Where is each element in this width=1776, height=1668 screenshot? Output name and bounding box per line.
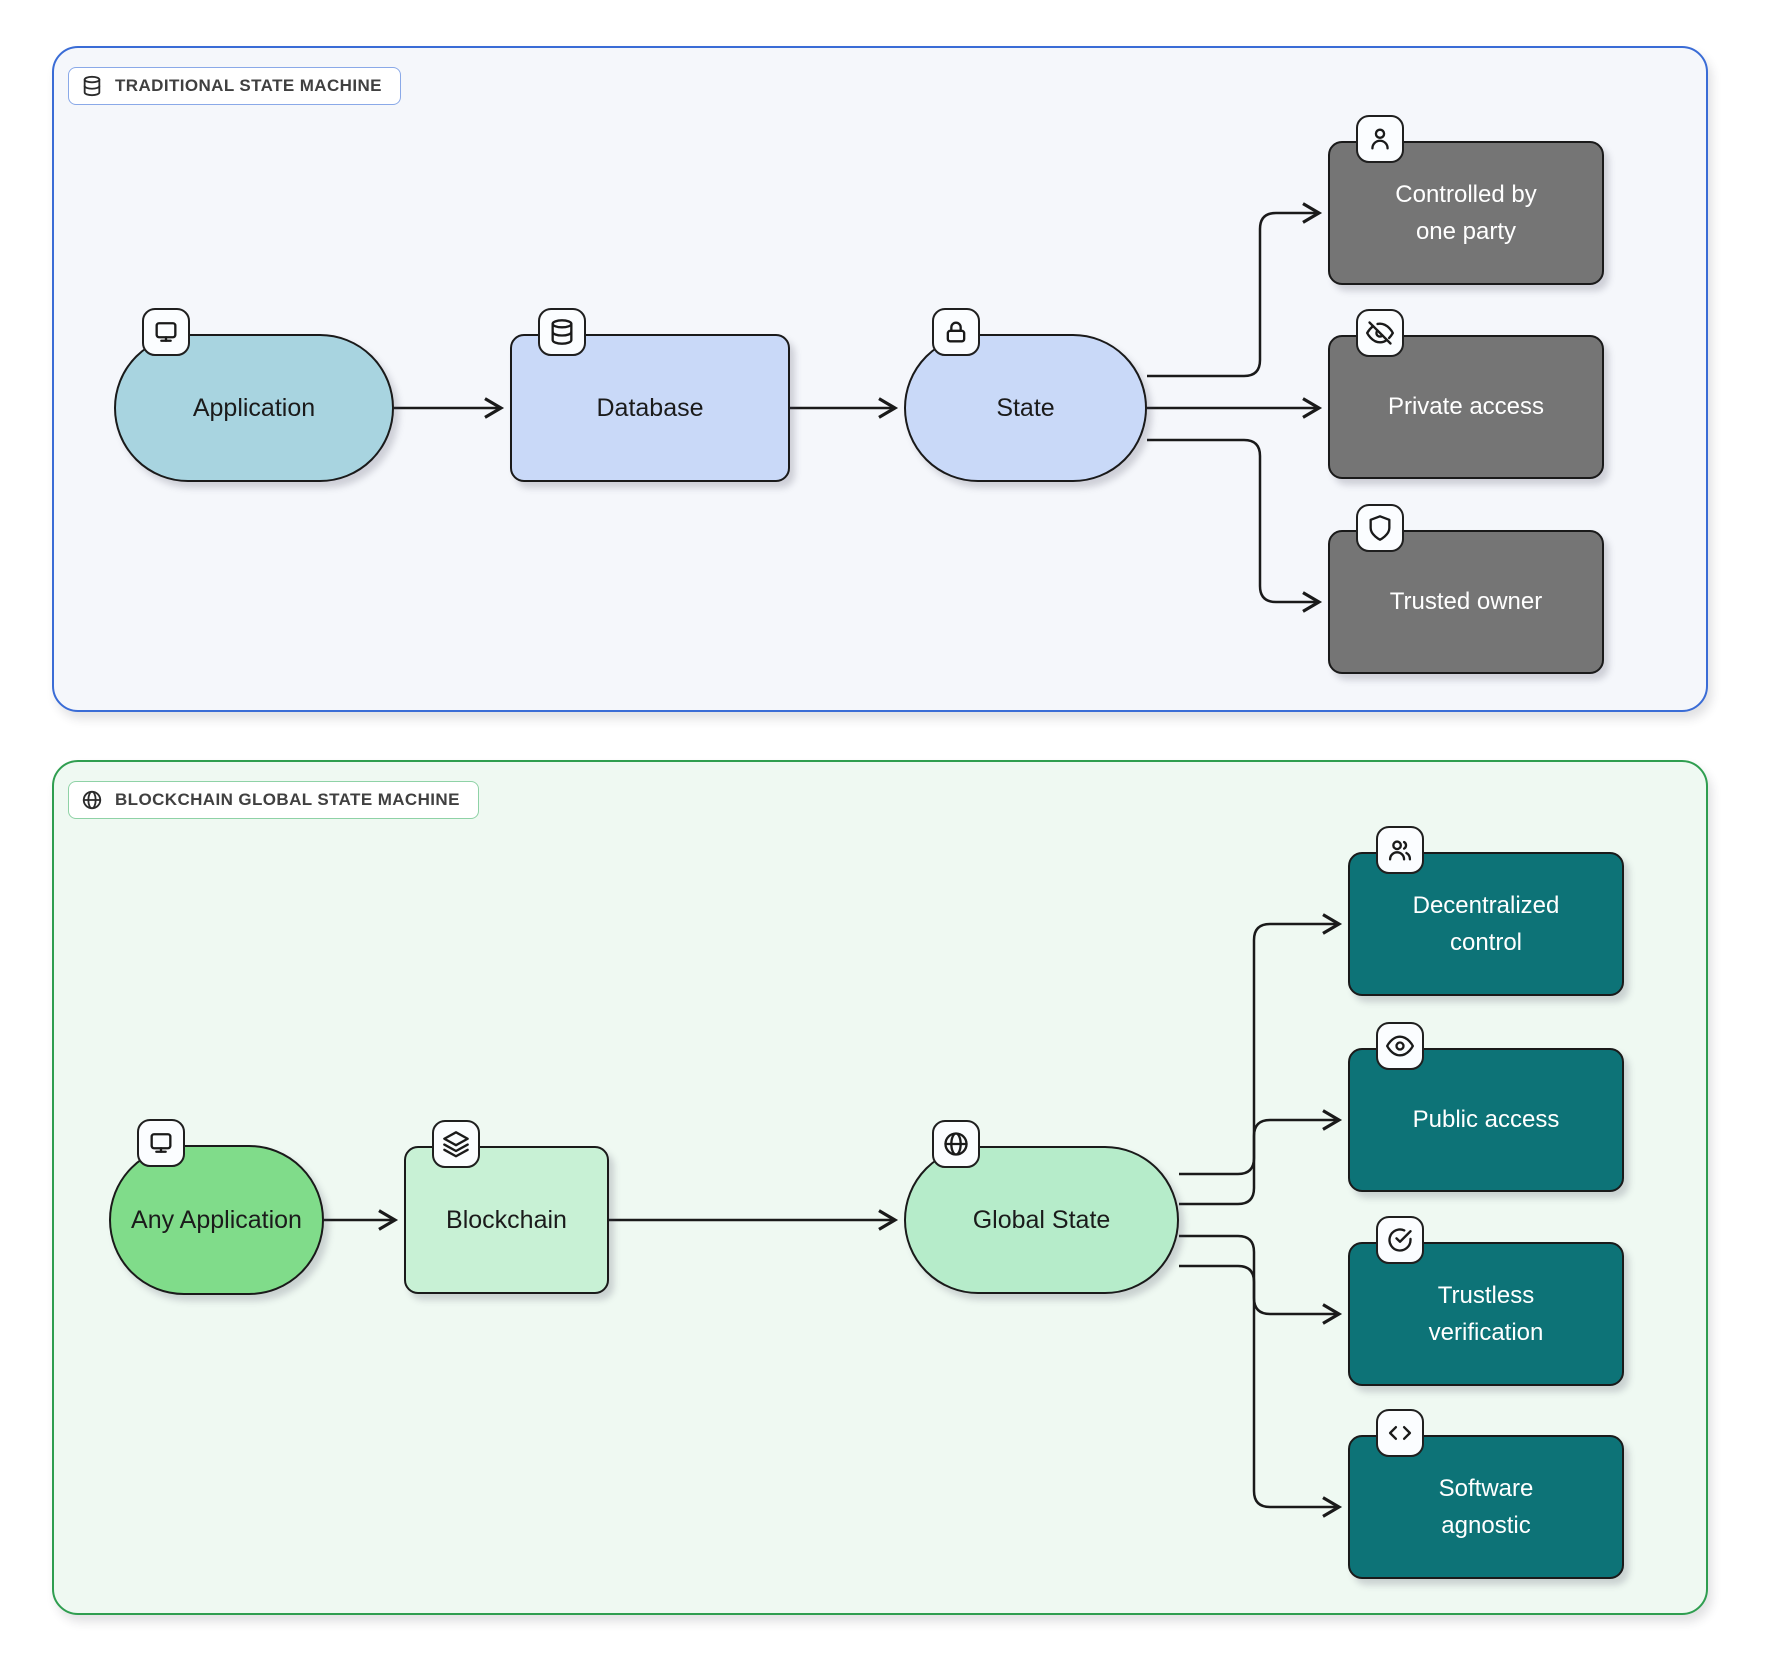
node-state: State: [904, 308, 1147, 482]
node-private-label: Private access: [1387, 393, 1545, 421]
node-any-application: Any Application: [109, 1119, 324, 1295]
node-global-state: Global State: [904, 1120, 1179, 1294]
database-icon: [538, 308, 586, 356]
node-agnostic-label: Software agnostic: [1438, 1474, 1534, 1539]
eye-off-icon: [1356, 309, 1404, 357]
monitor-icon: [142, 308, 190, 356]
users-icon: [1376, 826, 1424, 874]
node-state-label: State: [996, 393, 1055, 422]
shield-icon: [1356, 504, 1404, 552]
node-database-label: Database: [596, 393, 704, 422]
edge-globalstate-agnostic: [1179, 1264, 1343, 1518]
traditional-state-machine-panel: TRADITIONAL STATE MACHINE Application: [52, 46, 1708, 712]
edge-state-trusted: [1147, 438, 1323, 613]
node-trustless-label: Trustless verification: [1428, 1281, 1544, 1346]
node-software-agnostic: Software agnostic: [1348, 1409, 1624, 1579]
monitor-icon: [137, 1119, 185, 1167]
node-decentralized-control: Decentralized control: [1348, 826, 1624, 996]
code-icon: [1376, 1409, 1424, 1457]
edge-globalstate-decentralized: [1179, 913, 1343, 1176]
node-controlled-label: Controlled by one party: [1395, 180, 1537, 245]
layers-icon: [432, 1120, 480, 1168]
blockchain-global-state-machine-panel: BLOCKCHAIN GLOBAL STATE MACHINE Any Appl…: [52, 760, 1708, 1615]
node-public-label: Public access: [1412, 1106, 1560, 1134]
traditional-panel-title: TRADITIONAL STATE MACHINE: [68, 67, 401, 105]
node-controlled-by-one-party: Controlled by one party: [1328, 115, 1604, 285]
globe-icon: [932, 1120, 980, 1168]
node-trustless-verification: Trustless verification: [1348, 1216, 1624, 1386]
node-trusted-label: Trusted owner: [1389, 588, 1543, 616]
node-any-application-label: Any Application: [131, 1205, 302, 1234]
node-decentralized-label: Decentralized control: [1412, 891, 1560, 956]
eye-icon: [1376, 1022, 1424, 1070]
database-icon: [83, 75, 101, 97]
traditional-panel-title-text: TRADITIONAL STATE MACHINE: [115, 76, 382, 95]
blockchain-panel-title-text: BLOCKCHAIN GLOBAL STATE MACHINE: [115, 790, 460, 809]
edge-state-controlled: [1147, 202, 1323, 378]
node-public-access: Public access: [1348, 1022, 1624, 1192]
node-database: Database: [510, 308, 790, 482]
user-icon: [1356, 115, 1404, 163]
node-trusted-owner: Trusted owner: [1328, 504, 1604, 674]
node-private-access: Private access: [1328, 309, 1604, 479]
node-blockchain-label: Blockchain: [446, 1205, 567, 1234]
edge-globalstate-trustless: [1179, 1234, 1343, 1325]
globe-icon: [82, 790, 102, 810]
edge-globalstate-public: [1179, 1109, 1343, 1206]
node-global-state-label: Global State: [972, 1205, 1111, 1234]
node-blockchain: Blockchain: [404, 1120, 609, 1294]
check-circle-icon: [1376, 1216, 1424, 1264]
node-application: Application: [114, 308, 394, 482]
blockchain-panel-title: BLOCKCHAIN GLOBAL STATE MACHINE: [68, 781, 479, 819]
node-application-label: Application: [192, 393, 316, 422]
lock-icon: [932, 308, 980, 356]
